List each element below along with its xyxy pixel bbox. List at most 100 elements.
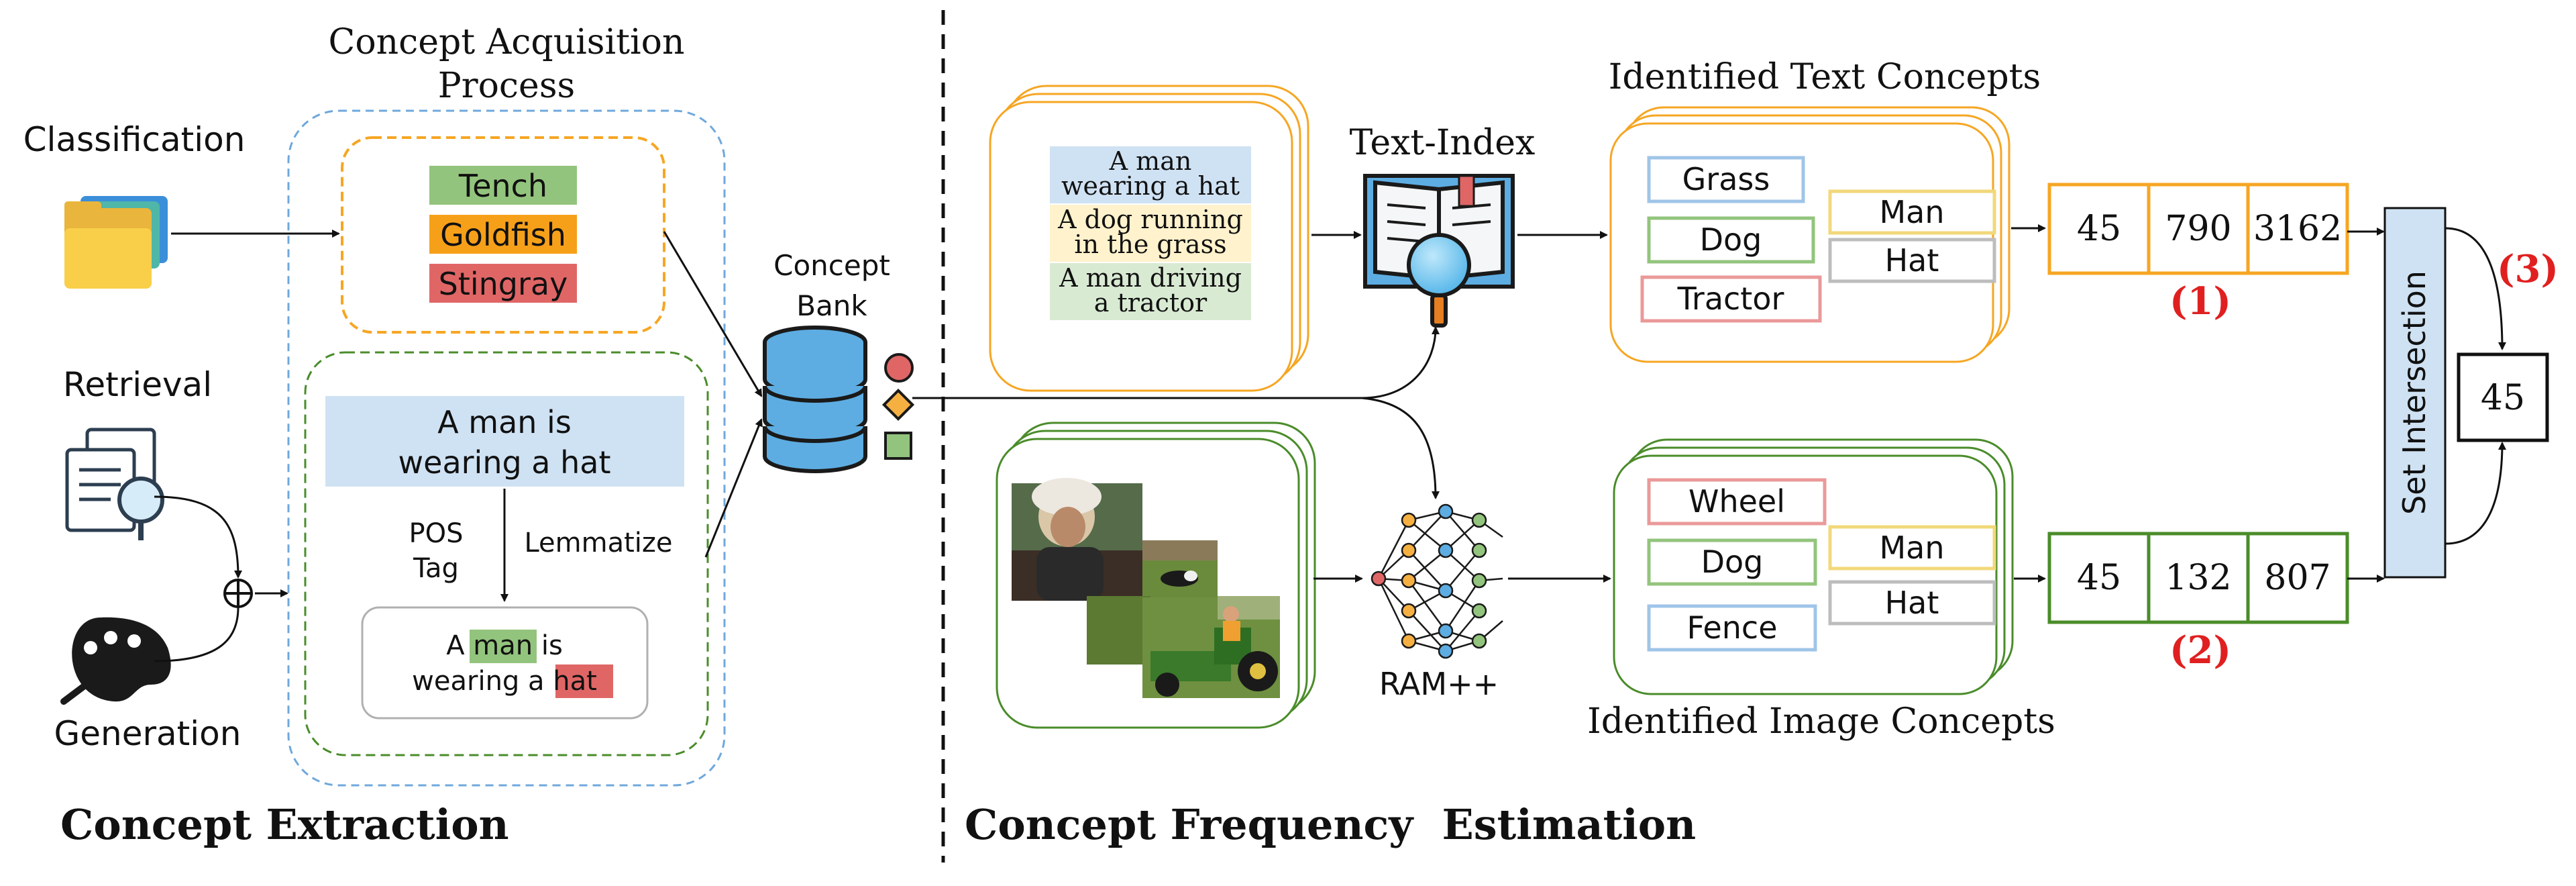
- lemma-highlight-man: [470, 630, 537, 663]
- image-concept-fence-box: [1647, 604, 1817, 652]
- set-intersection-label: Set Intersection: [2396, 270, 2432, 515]
- text-concept-hat-box: [1828, 238, 1996, 283]
- caption-3-line1: A man driving: [1059, 263, 1242, 293]
- text-concept-tractor: Tractor: [1677, 281, 1784, 317]
- concept-frequency-title: Concept Frequency Estimation: [965, 800, 1696, 849]
- text-count-cell-2: [2147, 183, 2250, 275]
- bank-shape-icons: [881, 353, 915, 460]
- image-concept-dog: Dog: [1701, 544, 1764, 580]
- text-concept-hat: Hat: [1885, 242, 1939, 279]
- caption-1-line1: A man: [1109, 146, 1192, 176]
- image-concept-man: Man: [1879, 530, 1944, 566]
- caption-bg-2: [1050, 205, 1251, 262]
- caption-line1: A man is: [437, 404, 572, 440]
- photo-man-driving-tractor: [1087, 596, 1280, 698]
- caption-bg: [325, 396, 684, 487]
- image-concept-hat: Hat: [1885, 585, 1939, 621]
- image-count-2: 132: [2165, 558, 2231, 598]
- concept-extraction-title: Concept Extraction: [60, 800, 509, 849]
- result-value: 45: [2481, 378, 2525, 418]
- image-count-cell-3: [2246, 532, 2349, 624]
- text-concept-tractor-box: [1640, 275, 1822, 323]
- concept-bank-line2: Bank: [796, 289, 867, 322]
- arrow-class-to-bank: [663, 231, 763, 397]
- image-count-cell-1: [2047, 532, 2151, 624]
- caption-2-line2: in the grass: [1074, 230, 1226, 259]
- text-concept-grass: Grass: [1682, 161, 1770, 197]
- text-concept-dog-box: [1647, 216, 1815, 264]
- text-count-2: 790: [2165, 209, 2231, 249]
- image-concept-man-box: [1828, 525, 1996, 571]
- label-bg-stingray: [429, 264, 577, 303]
- class-label-tench: Tench: [458, 168, 547, 204]
- text-concept-man-box: [1828, 189, 1996, 235]
- book-magnifier-icon: [1363, 174, 1515, 328]
- text-count-1: 45: [2077, 209, 2121, 249]
- marker-3: (3): [2497, 247, 2559, 291]
- classification-box: [341, 136, 665, 334]
- image-concept-wheel: Wheel: [1688, 483, 1785, 520]
- caption-bg-1: [1050, 146, 1251, 203]
- set-intersection-box: [2383, 207, 2447, 579]
- pos-tag-line1: POS: [409, 518, 464, 549]
- text-concept-grass-box: [1647, 156, 1805, 203]
- class-label-stingray: Stingray: [439, 266, 568, 302]
- text-count-3: 3162: [2253, 209, 2342, 249]
- lemmatize-label: Lemmatize: [524, 528, 672, 558]
- photo-woman-in-hat: [1012, 478, 1142, 601]
- caption-line2: wearing a hat: [398, 444, 611, 481]
- arrow-bank-to-text-index: [912, 326, 1440, 399]
- process-title-line1: Concept Acquisition: [329, 22, 685, 62]
- arrow-set-to-result-top: [2445, 227, 2506, 350]
- caption-bg-3: [1050, 263, 1251, 320]
- ram-label: RAM++: [1379, 666, 1499, 702]
- lemma-word-hat: hat: [553, 666, 597, 697]
- classification-label: Classification: [23, 120, 246, 159]
- photo-dog-running: [1142, 540, 1218, 601]
- lemma-word-man: man: [473, 630, 533, 661]
- arrow-caption-to-bank: [704, 418, 763, 558]
- caption-1-line2: wearing a hat: [1061, 171, 1240, 201]
- caption-3-line2: a tractor: [1094, 288, 1208, 317]
- source-connectors: [154, 230, 340, 662]
- image-concept-dog-box: [1647, 538, 1817, 586]
- retrieval-label: Retrieval: [63, 365, 212, 404]
- text-count-cell-3: [2246, 183, 2349, 275]
- result-box: [2457, 352, 2549, 442]
- folder-icon: [64, 196, 168, 289]
- acquisition-process-box: [287, 109, 726, 787]
- lemma-line1: A man is: [446, 630, 563, 661]
- image-count-1: 45: [2077, 558, 2121, 598]
- text-concept-dog: Dog: [1700, 222, 1762, 258]
- label-bg-tench: [429, 166, 577, 205]
- marker-2: (2): [2169, 628, 2231, 673]
- text-count-cell-1: [2047, 183, 2151, 275]
- image-concept-wheel-box: [1647, 478, 1827, 526]
- lemma-highlight-hat: [555, 664, 613, 698]
- oplus-symbol: [223, 579, 253, 608]
- text-concept-man: Man: [1879, 194, 1944, 230]
- text-index-label: Text-Index: [1350, 123, 1536, 163]
- text-concepts-title: Identified Text Concepts: [1609, 57, 2041, 97]
- documents-search-icon: [65, 428, 164, 540]
- database-icon: [763, 326, 867, 473]
- lemma-word-a: A: [446, 630, 465, 661]
- image-concept-fence: Fence: [1687, 609, 1778, 646]
- class-label-goldfish: Goldfish: [440, 217, 566, 253]
- pos-tag-line2: Tag: [413, 553, 459, 584]
- image-concept-hat-box: [1828, 580, 1996, 626]
- image-concepts-title: Identified Image Concepts: [1587, 701, 2055, 742]
- caption-2-line1: A dog running: [1057, 205, 1243, 234]
- arrow-bank-to-ram: [1361, 397, 1440, 499]
- lemma-word-is: is: [541, 630, 563, 661]
- marker-1: (1): [2169, 279, 2231, 324]
- arrow-set-to-result-bottom: [2445, 442, 2506, 545]
- paint-palette-icon: [60, 617, 171, 705]
- label-bg-goldfish: [429, 215, 577, 254]
- process-title-line2: Process: [438, 66, 575, 106]
- lemma-line2: wearing a hat: [412, 666, 597, 697]
- image-count-3: 807: [2264, 558, 2330, 598]
- neural-network-icon: [1371, 503, 1503, 659]
